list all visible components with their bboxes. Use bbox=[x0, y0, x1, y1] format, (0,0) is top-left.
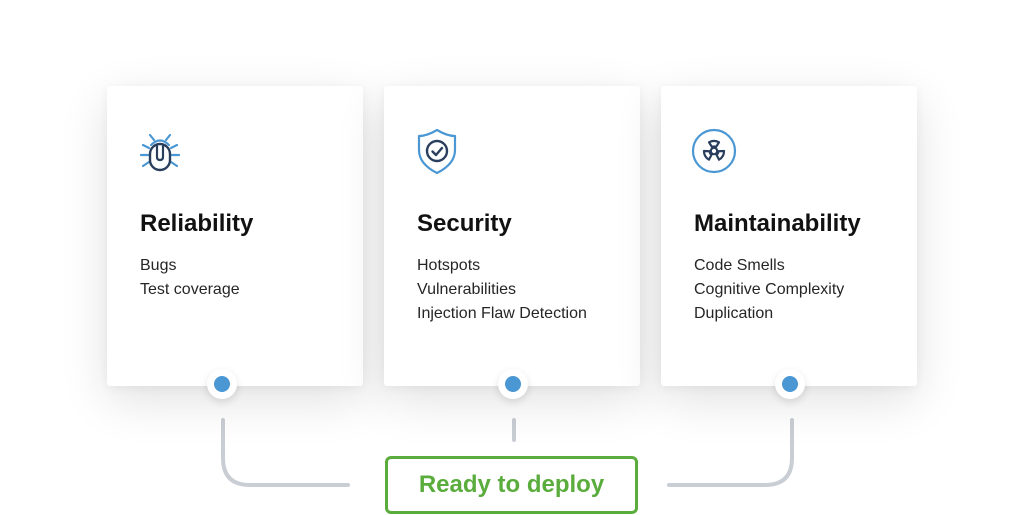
ready-to-deploy-badge: Ready to deploy bbox=[385, 456, 638, 514]
card-title: Security bbox=[417, 210, 512, 237]
list-item: Code Smells bbox=[694, 257, 785, 274]
card-security: Security Hotspots Vulnerabilities Inject… bbox=[384, 86, 640, 386]
list-item: Test coverage bbox=[140, 281, 240, 298]
bug-icon bbox=[135, 126, 185, 176]
card-item-list: Hotspots Vulnerabilities Injection Flaw … bbox=[417, 254, 587, 326]
shield-check-icon bbox=[412, 126, 462, 176]
card-title: Maintainability bbox=[694, 210, 861, 237]
list-item: Bugs bbox=[140, 257, 177, 274]
list-item: Vulnerabilities bbox=[417, 281, 517, 298]
list-item: Duplication bbox=[694, 305, 774, 322]
connector-left bbox=[221, 418, 350, 487]
card-maintainability: Maintainability Code Smells Cognitive Co… bbox=[661, 86, 917, 386]
card-item-list: Code Smells Cognitive Complexity Duplica… bbox=[694, 254, 844, 326]
connector-node-reliability bbox=[207, 369, 237, 399]
card-item-list: Bugs Test coverage bbox=[140, 254, 240, 302]
radiation-icon bbox=[689, 126, 739, 176]
list-item: Cognitive Complexity bbox=[694, 281, 845, 298]
connector-node-maintainability bbox=[775, 369, 805, 399]
card-title: Reliability bbox=[140, 210, 254, 237]
connector-right bbox=[667, 418, 794, 487]
connector-node-security bbox=[498, 369, 528, 399]
list-item: Injection Flaw Detection bbox=[417, 305, 587, 322]
card-reliability: Reliability Bugs Test coverage bbox=[107, 86, 363, 386]
list-item: Hotspots bbox=[417, 257, 481, 274]
